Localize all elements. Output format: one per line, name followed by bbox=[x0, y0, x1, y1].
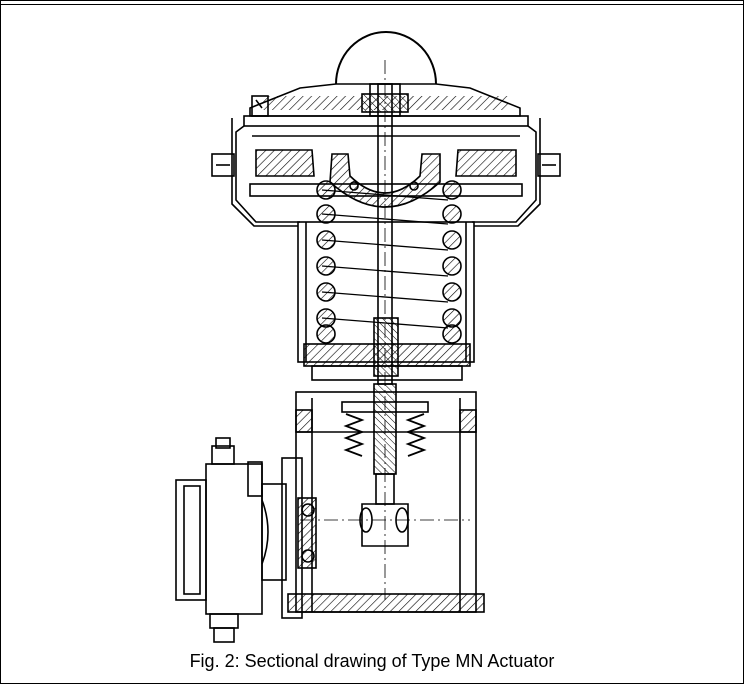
figure-caption: Fig. 2: Sectional drawing of Type MN Act… bbox=[189, 651, 555, 671]
top-rule bbox=[0, 4, 744, 5]
